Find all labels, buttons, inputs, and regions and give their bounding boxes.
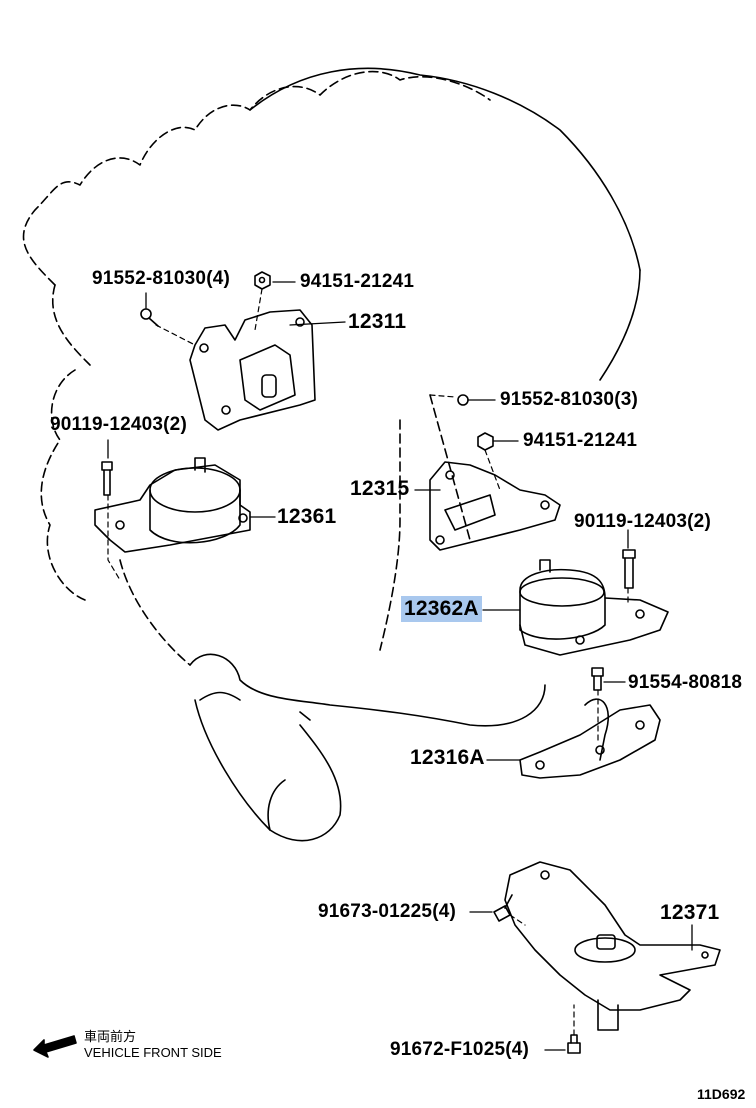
bolt-91672-F1025 [567, 1034, 581, 1054]
mount-12361 [94, 457, 251, 553]
part-label-94151-21241[interactable]: 94151-21241 [300, 271, 415, 292]
engine-outline [22, 70, 491, 666]
legend-vehicle-front-side: VEHICLE FRONT SIDE [84, 1045, 222, 1060]
part-label-12316a[interactable]: 12316A [410, 746, 485, 769]
part-label-91672-f1025-4[interactable]: 91672-F1025(4) [390, 1039, 530, 1060]
bolt-91673-01225 [493, 894, 513, 922]
bolt-90119-12403-a [101, 461, 113, 496]
bolt-90119-12403-b [622, 549, 636, 589]
transmission-outline [189, 67, 641, 842]
bracket-12311 [189, 309, 316, 431]
part-label-94151-21241[interactable]: 94151-21241 [523, 430, 638, 451]
part-label-91673-01225-4[interactable]: 91673-01225(4) [318, 901, 457, 922]
mount-12371 [504, 861, 721, 1031]
bolt-91554-80818 [591, 667, 604, 691]
part-label-90119-12403-2[interactable]: 90119-12403(2) [50, 414, 187, 435]
bracket-12316a [519, 698, 661, 779]
bolt-91552-81030-a [140, 308, 159, 327]
part-label-91552-81030-3[interactable]: 91552-81030(3) [500, 389, 639, 410]
nut-94151-21241-b [477, 432, 494, 451]
leader-lines [107, 281, 693, 1051]
part-label-12315[interactable]: 12315 [350, 477, 410, 500]
bolt-91552-81030-b [457, 394, 469, 406]
dashed-connectors [107, 288, 629, 1036]
bracket-12315 [429, 461, 561, 551]
part-label-12362a[interactable]: 12362A [401, 596, 482, 622]
vehicle-front-arrow [33, 1035, 77, 1058]
diagram-code: 11D692 [697, 1086, 746, 1102]
mount-12362a [519, 559, 669, 656]
nut-94151-21241-a [254, 271, 271, 290]
part-label-91552-81030-4[interactable]: 91552-81030(4) [92, 268, 231, 289]
part-label-90119-12403-2[interactable]: 90119-12403(2) [574, 511, 711, 532]
legend-japanese: 車両前方 [84, 1029, 137, 1044]
part-label-12371[interactable]: 12371 [660, 901, 720, 924]
part-label-12361[interactable]: 12361 [277, 505, 337, 528]
part-label-12311[interactable]: 12311 [348, 310, 407, 333]
part-label-91554-80818[interactable]: 91554-80818 [628, 672, 743, 693]
